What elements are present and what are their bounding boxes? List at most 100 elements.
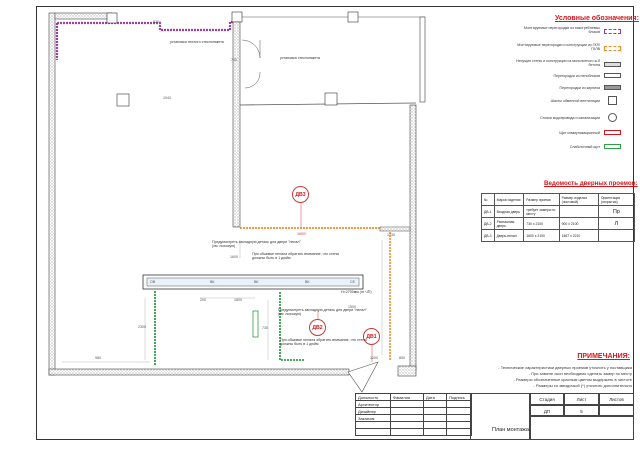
note-line: - Размеры обозначенные красным цветом вы… [513, 377, 632, 382]
table-row [355, 421, 472, 429]
legend-label: Шахты обменной вентиляции [550, 99, 600, 103]
stage-value: ДП [530, 405, 564, 416]
table-cell: 1600 x 2100 [523, 229, 560, 242]
table-row: Заказчик [355, 414, 472, 422]
column-mid-1 [116, 93, 130, 107]
legend-label: Перегородки из кирпича [559, 86, 600, 90]
table-cell: Распашная дверь [493, 217, 525, 230]
column-top-3 [347, 11, 359, 23]
table-row: Должность Фамилия Дата Подпись [355, 393, 472, 401]
swatch-orange [604, 46, 621, 51]
table-cell [558, 205, 599, 218]
table-header: Ориентация (открытия) [597, 193, 636, 206]
shaft-label: ВК [210, 280, 215, 284]
wall-left [48, 12, 56, 376]
sheets-label: Листов [599, 393, 634, 405]
legend-label: Несущие стены и конструкции из монолитно… [516, 59, 601, 68]
table-cell [597, 229, 636, 242]
table-row: № Марка изделия Размер проема Размер изд… [481, 193, 636, 206]
entrance-doors [241, 39, 261, 89]
legend-label: Монтируемые перегородки из пазогребневых… [524, 26, 600, 35]
doors-table: № Марка изделия Размер проема Размер изд… [481, 193, 636, 242]
table-header: Размер изделия (чистовой) [558, 193, 599, 206]
dim-label: 1600 [230, 255, 238, 259]
note-line: - При замене окон необходимо сделать зам… [528, 371, 632, 376]
swatch-purple [604, 29, 621, 34]
legend-label: Монтируемые перегородки и конструкции из… [517, 43, 600, 52]
stamp-header: Фамилия [390, 393, 424, 401]
stamp-role: Архитектор [355, 400, 391, 408]
entrance-door-swing [347, 361, 379, 393]
table-header: Размер проема [523, 193, 560, 206]
wall-bottom [48, 368, 350, 376]
table-row: ДВ-3 Дверь-пенал 1600 x 2100 1567 x 2210 [481, 229, 636, 242]
table-header: № [481, 193, 495, 206]
legend-label: Стояки водопровода и канализации [540, 116, 600, 120]
swatch-green-panel [604, 144, 621, 149]
wall-top-left [54, 12, 113, 20]
table-cell: 900 x 2100 [558, 217, 599, 230]
stamp-header: Подпись [446, 393, 472, 401]
dim-label: 700 [231, 58, 237, 62]
note-line: - Технические характеристики дверных про… [498, 365, 632, 370]
stamp-header: Должность [355, 393, 391, 401]
stage-label: Стадия [530, 393, 564, 405]
annotation-beam: H=2700мм (от ЧП) [341, 290, 372, 294]
green-partition [154, 291, 305, 365]
purple-partition [55, 20, 240, 60]
table-cell: ДВ-1 [481, 205, 495, 218]
legend-label: Слаботочный щит [569, 145, 600, 149]
dim-label: 1040 [163, 96, 171, 100]
wall-inner-left [232, 21, 241, 228]
notes-title: ПРИМЕЧАНИЯ: [577, 353, 630, 360]
sheet-label: Лист [564, 393, 599, 405]
legend-title: Условные обозначения: [555, 15, 639, 22]
dim-label: 1600* [297, 232, 307, 236]
dim-label: 1730 [387, 233, 395, 237]
doors-title: Ведомость дверных проемов: [544, 180, 638, 187]
dim-label: 1500 [348, 305, 356, 309]
table-row [355, 428, 472, 436]
table-cell: 730 x 2100 [523, 217, 560, 230]
annotation-dv2-2: При обшивке пенала обратить внимание, чт… [280, 338, 368, 347]
drawing-title: План монтажа [492, 427, 529, 433]
note-line: - Размеры со звездочкой (*) уточнить доп… [533, 383, 632, 388]
swatch-red-panel [604, 130, 621, 135]
column-top [106, 12, 118, 24]
annotation-dv2: Предусмотреть закладную деталь для двери… [278, 308, 367, 317]
sheets-value [599, 405, 634, 416]
table-row: ДВ-2 Распашная дверь 730 x 2100 900 x 21… [481, 217, 636, 230]
sheet-value: 5 [564, 405, 599, 416]
door-tag-dv3: ДВ3 [292, 186, 309, 203]
stamp-role: Заказчик [355, 414, 391, 422]
shaft-label: ОВ [150, 280, 156, 284]
org-cell [530, 416, 634, 440]
table-cell: 1567 x 2210 [558, 229, 599, 242]
title-block: Стадия Лист Листов ДП 5 [470, 393, 634, 440]
table-cell: Дверь-пенал [493, 229, 525, 242]
annotation-top-right: установка стеклопакета [280, 56, 320, 60]
table-row: Архитектор [355, 400, 472, 408]
dim-label: 800 [399, 356, 405, 360]
shaft-label: ВК [254, 280, 259, 284]
legend-label: Перегородки из пеноблоков [553, 74, 600, 78]
door-tag-dv1: ДВ1 [363, 328, 380, 345]
door-tag-dv2: ДВ2 [309, 319, 326, 336]
table-cell: Входная дверь [493, 205, 525, 218]
stamp-table: Должность Фамилия Дата Подпись Архитекто… [355, 393, 472, 436]
dim-label: 2300 [138, 325, 146, 329]
dim-label: 730 [262, 326, 268, 330]
swatch-vent [608, 96, 617, 105]
annotation-top-left: установка теплого стеклопакета [170, 40, 224, 44]
dim-label: 200 [200, 298, 206, 302]
stamp-role: Дизайнер [355, 407, 391, 415]
annotation-dv3-2: При обшивке пенала обратить внимание, чт… [252, 252, 340, 261]
table-cell: требует замера по месту [523, 205, 560, 218]
table-cell: ДВ-2 [481, 217, 495, 230]
table-cell: Л [597, 217, 636, 230]
wall-right [409, 104, 417, 371]
swatch-concrete [604, 62, 621, 67]
drawing-title-cell [470, 393, 530, 440]
